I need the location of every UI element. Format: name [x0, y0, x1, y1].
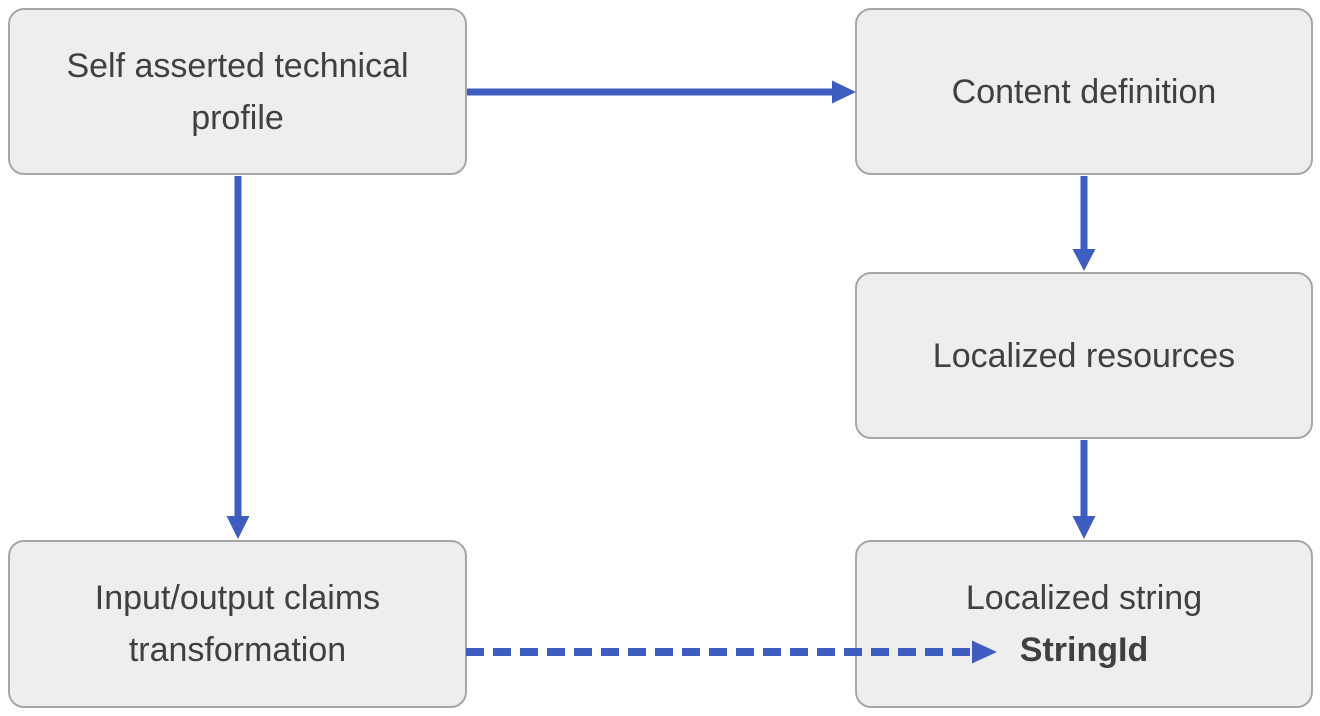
- arrow-localized-resources-to-localized-string: [1072, 440, 1096, 539]
- node-sublabel-stringid: StringId: [1019, 631, 1149, 669]
- node-label: Content definition: [951, 72, 1217, 111]
- node-label: Self asserted technical profile: [66, 46, 409, 137]
- node-localized-resources: Localized resources: [855, 272, 1313, 439]
- arrow-self-asserted-to-claims-transformation: [226, 176, 250, 539]
- arrowhead-right: [832, 80, 856, 104]
- node-localized-string: Localized string StringId: [855, 540, 1313, 708]
- arrowhead-down: [226, 516, 250, 539]
- node-self-asserted-technical-profile: Self asserted technical profile: [8, 8, 467, 175]
- node-label: Input/output claims transformation: [94, 579, 381, 669]
- node-label: Localized resources: [932, 336, 1236, 375]
- arrow-content-definition-to-localized-resources: [1072, 176, 1096, 271]
- node-content-definition: Content definition: [855, 8, 1313, 175]
- arrowhead-down: [1072, 249, 1096, 271]
- arrowhead-down: [1072, 516, 1096, 539]
- arrow-self-asserted-to-content-definition: [467, 80, 856, 104]
- node-label: Localized string: [965, 579, 1203, 617]
- node-input-output-claims-transformation: Input/output claims transformation: [8, 540, 467, 708]
